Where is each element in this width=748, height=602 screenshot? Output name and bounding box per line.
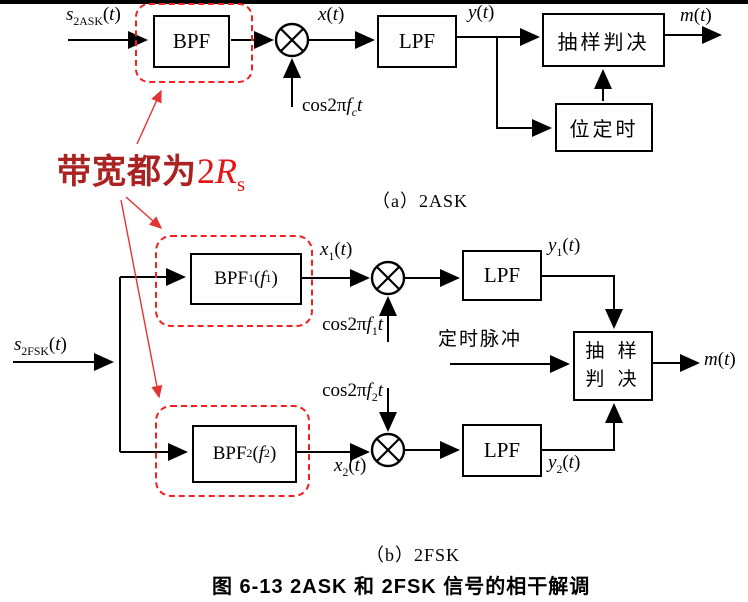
signal-mt-b: m(t) <box>704 349 736 370</box>
signal-xt: x(t) <box>318 4 345 25</box>
annotation-arrows <box>120 89 163 399</box>
bandwidth-annotation: 带宽都为2Rs <box>57 144 245 197</box>
bpf2-highlight-frame <box>155 405 310 497</box>
2ask-wires <box>68 22 722 137</box>
figure-caption: 图 6-13 2ASK 和 2FSK 信号的相干解调 <box>212 576 591 598</box>
decision-block-b: 抽 样 判 决 <box>573 331 653 401</box>
carrier1-label: cos2πf1t <box>322 314 383 338</box>
signal-s2fsk: s2FSK(t) <box>14 334 67 358</box>
decision-line1: 抽 样 <box>585 341 641 363</box>
timing-pulse-label: 定时脉冲 <box>438 329 523 350</box>
caption-2ask: （a）2ASK <box>372 191 468 211</box>
lpf-block-b2: LPF <box>462 424 542 477</box>
caption-2fsk: （b）2FSK <box>365 545 461 565</box>
top-border-line <box>0 0 748 4</box>
bpf-block-a: BPF <box>153 15 230 68</box>
signal-s2ask: s2ASK(t) <box>66 4 121 28</box>
carrier2-label: cos2πf2t <box>322 380 383 404</box>
signal-y2: y2(t) <box>548 452 581 476</box>
carrier-label-a: cos2πfct <box>302 95 363 119</box>
signal-y1: y1(t) <box>548 235 581 259</box>
bandwidth-annotation-formula: 2Rs <box>197 151 246 197</box>
bandwidth-annotation-text: 带宽都为 <box>57 153 197 191</box>
signal-yt: y(t) <box>468 2 495 23</box>
lpf-block-b1: LPF <box>462 250 542 301</box>
bpf-highlight-frame-a <box>135 3 253 83</box>
bit-timing-block: 位定时 <box>555 103 653 152</box>
decision-block-a: 抽样判决 <box>542 13 665 67</box>
multiplier-icon <box>370 432 406 468</box>
multiplier-icon <box>370 260 406 296</box>
signal-x2: x2(t) <box>334 455 367 479</box>
lpf-block-a: LPF <box>377 15 457 68</box>
decision-line2: 判 决 <box>585 369 641 390</box>
signal-x1: x1(t) <box>320 239 353 263</box>
bpf1-highlight-frame <box>155 235 313 327</box>
multiplier-icon <box>274 22 310 58</box>
signal-mt-a: m(t) <box>680 5 712 26</box>
